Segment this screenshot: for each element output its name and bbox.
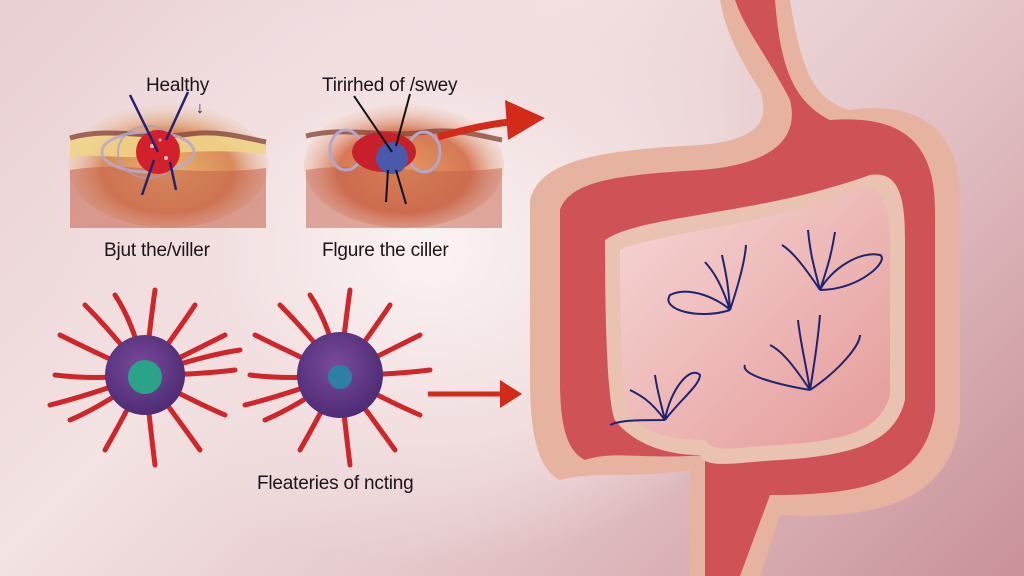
- micelle-healthy: [47, 287, 243, 468]
- healthy-tissue-illustration: [68, 91, 268, 228]
- micelle-damaged: [242, 287, 433, 468]
- healthy-caption: Bjut the/viller: [104, 240, 210, 261]
- healthy-title: Healthy: [146, 75, 210, 96]
- damaged-caption: Flgure the ciller: [322, 240, 449, 261]
- healthy-panel: [68, 91, 268, 228]
- arrow-down-icon: ↓: [196, 100, 204, 117]
- damaged-title: Tirirhed of /swey: [322, 75, 458, 96]
- micelles-caption: Fleateries of ncting: [257, 473, 414, 494]
- damaged-panel: [304, 93, 504, 228]
- damaged-tissue-illustration: [304, 93, 504, 228]
